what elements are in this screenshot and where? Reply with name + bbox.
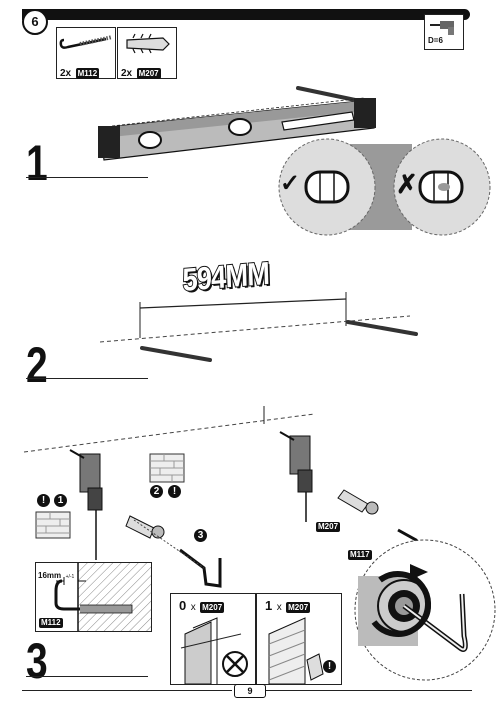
step-underline-1 [26, 177, 148, 178]
option-box-one-plug: 1 x M207 ! [256, 593, 342, 685]
page-number-text: 9 [247, 686, 253, 696]
depth-tolerance: +/-1 [65, 574, 75, 580]
header-bar [22, 9, 470, 20]
wood-wall-icon [180, 617, 248, 684]
part-box-hook-screw: 2x M112 [56, 27, 116, 79]
drill-bit-box: D=6 [424, 14, 464, 50]
warning-badge: ! [323, 660, 336, 673]
option-code: M207 [286, 602, 311, 613]
part-tag-m112: M112 [39, 618, 63, 628]
option-box-no-plug: 0 x M207 [170, 593, 256, 685]
step-number-2: 2 [26, 337, 48, 393]
option-times: x [276, 602, 282, 613]
part-box-wall-plug: 2x M207 [117, 27, 177, 79]
step-circle-2: 2 [150, 485, 163, 498]
option-code: M207 [200, 602, 225, 613]
correct-check-icon: ✓ [280, 170, 301, 197]
part-tag-m117: M117 [348, 550, 372, 560]
step-badge: 6 [22, 9, 48, 35]
drill-icon [430, 21, 454, 35]
wrong-cross-icon: ✗ [396, 169, 418, 199]
part-qty: 2x [121, 68, 133, 79]
footer-rule-right [266, 690, 472, 691]
level-zoom-comparison [278, 138, 491, 236]
marking-distance-illustration [100, 292, 418, 362]
option-count: 1 [265, 598, 273, 613]
hook-install-zoom [354, 539, 496, 681]
step-underline-2 [26, 378, 148, 379]
step-number-3: 3 [26, 633, 48, 689]
spirit-level-illustration [98, 86, 376, 161]
depth-label: 16mm [38, 571, 62, 580]
drill-depth-detail: 16mm +/-1 M112 [35, 562, 152, 632]
footer-rule-left [22, 690, 232, 691]
drill-size-label: D=6 [428, 36, 443, 45]
step-number-1: 1 [26, 135, 48, 191]
wall-plug-icon [126, 33, 170, 54]
step-circle-3: 3 [194, 529, 207, 542]
step-circle-1: 1 [54, 494, 67, 507]
option-count: 0 [179, 598, 187, 613]
warning-badge: ! [37, 494, 50, 507]
part-qty: 2x [60, 68, 72, 79]
hook-screw-icon [59, 35, 113, 49]
option-times: x [190, 602, 196, 613]
page-number: 9 [234, 684, 266, 698]
depth-diagram [54, 563, 151, 631]
step-badge-number: 6 [31, 14, 39, 29]
part-tag-m207: M207 [316, 522, 341, 532]
part-code: M112 [75, 68, 100, 79]
brick-wall-icon [268, 617, 324, 684]
step-underline-3 [26, 676, 148, 677]
part-code: M207 [136, 68, 161, 79]
warning-badge: ! [168, 485, 181, 498]
